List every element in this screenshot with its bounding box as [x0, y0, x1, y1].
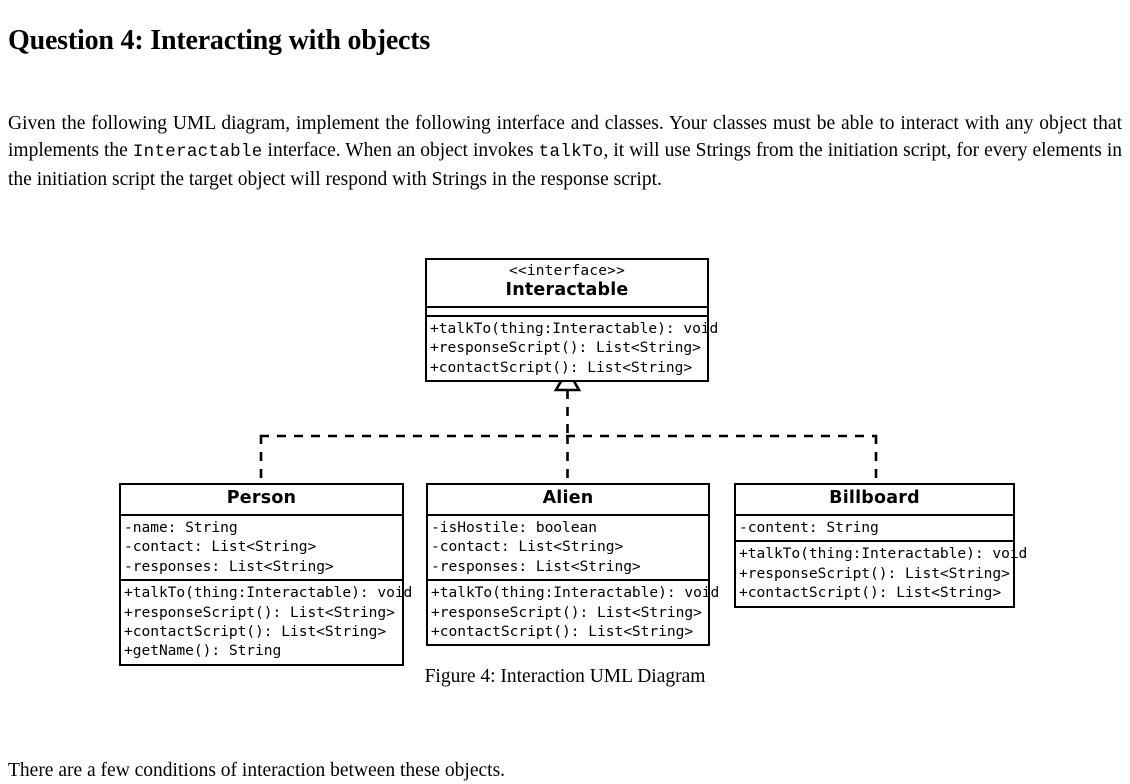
uml-empty-attribute-compartment: [427, 308, 707, 317]
uml-box-header: Person: [121, 485, 402, 516]
uml-stereotype-label: <<interface>>: [508, 263, 626, 279]
uml-box-header: <<interface>> Interactable: [427, 260, 707, 308]
uml-method-compartment: +talkTo(thing:Interactable): void +respo…: [121, 579, 413, 664]
uml-attribute-line: -isHostile: boolean: [431, 519, 597, 536]
intro-paragraph: Given the following UML diagram, impleme…: [8, 110, 1122, 193]
uml-attribute-compartment: -name: String -contact: List<String> -re…: [121, 516, 402, 579]
uml-attribute-line: -name: String: [124, 519, 238, 536]
uml-method-line: +contactScript(): List<String>: [430, 358, 693, 376]
uml-class-box-alien: Alien -isHostile: boolean -contact: List…: [426, 483, 720, 647]
uml-class-box-interactable: <<interface>> Interactable +talkTo(thing…: [425, 258, 719, 383]
uml-method-line: +contactScript(): List<String>: [124, 623, 387, 641]
uml-method-line: +contactScript(): List<String>: [431, 623, 694, 641]
uml-method-compartment: +talkTo(thing:Interactable): void +respo…: [427, 317, 719, 380]
uml-attribute-line: -responses: List<String>: [431, 557, 641, 575]
uml-class-name: Alien: [542, 488, 594, 508]
uml-method-compartment: +talkTo(thing:Interactable): void +respo…: [736, 540, 1028, 605]
uml-method-line: +contactScript(): List<String>: [739, 584, 1002, 602]
uml-attribute-compartment: -content: String: [736, 516, 1013, 540]
uml-method-line: +talkTo(thing:Interactable): void: [124, 584, 413, 602]
intro-text-segment-2: interface. When an object invokes: [262, 139, 539, 161]
uml-method-line: +talkTo(thing:Interactable): void: [739, 545, 1028, 563]
uml-method-compartment: +talkTo(thing:Interactable): void +respo…: [428, 579, 720, 644]
uml-class-box-billboard: Billboard -content: String +talkTo(thing…: [734, 483, 1028, 608]
intro-text-segment-1: Given the following UML diagram, impleme…: [8, 112, 1122, 161]
uml-method-line: +talkTo(thing:Interactable): void: [430, 320, 719, 337]
uml-method-line: +responseScript(): List<String>: [431, 603, 702, 621]
uml-method-line: +getName(): String: [124, 642, 282, 660]
uml-method-line: +responseScript(): List<String>: [124, 603, 395, 621]
uml-method-line: +responseScript(): List<String>: [739, 564, 1010, 582]
closing-paragraph: There are a few conditions of interactio…: [8, 759, 506, 781]
inline-code-interactable: Interactable: [132, 141, 263, 162]
uml-attribute-line: -contact: List<String>: [124, 538, 317, 556]
uml-attribute-line: -content: String: [739, 519, 879, 536]
uml-interface-name: Interactable: [505, 280, 629, 300]
uml-attribute-line: -responses: List<String>: [124, 557, 334, 575]
uml-attribute-line: -contact: List<String>: [431, 538, 624, 556]
uml-class-name: Person: [226, 488, 297, 508]
uml-box-header: Billboard: [736, 485, 1013, 516]
page-title: Question 4: Interacting with objects: [8, 24, 431, 56]
uml-class-name: Billboard: [829, 488, 920, 508]
intro-text-segment-3: , it will use Strings from the initiatio…: [8, 139, 1122, 190]
uml-method-line: +talkTo(thing:Interactable): void: [431, 584, 720, 602]
uml-method-line: +responseScript(): List<String>: [430, 339, 701, 357]
inline-code-talkto: talkTo: [538, 141, 604, 162]
figure-caption: Figure 4: Interaction UML Diagram: [424, 666, 706, 687]
uml-box-header: Alien: [428, 485, 708, 516]
uml-attribute-compartment: -isHostile: boolean -contact: List<Strin…: [428, 516, 708, 579]
uml-class-box-person: Person -name: String -contact: List<Stri…: [119, 483, 413, 666]
